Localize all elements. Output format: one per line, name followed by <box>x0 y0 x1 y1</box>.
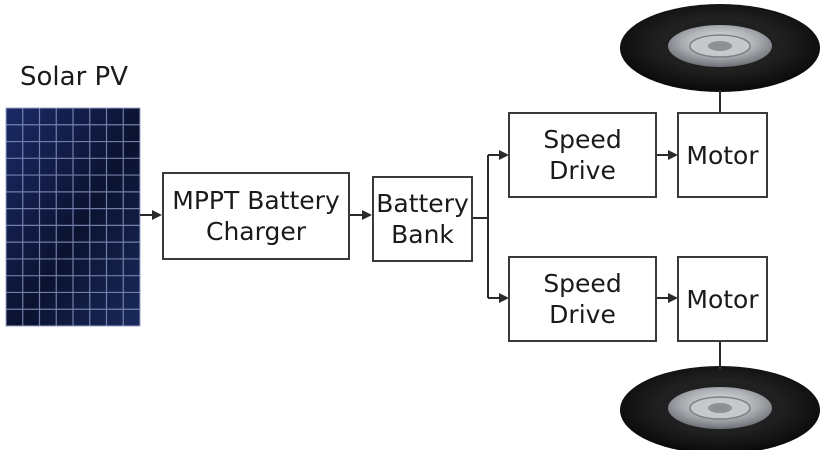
speed-drive-bottom-label: Speed Drive <box>543 269 622 329</box>
speed-drive-top-label: Speed Drive <box>543 125 622 185</box>
motor-top-block: Motor <box>677 112 768 198</box>
mppt-charger-block: MPPT Battery Charger <box>162 172 350 260</box>
speed-drive-bottom-block: Speed Drive <box>508 256 657 342</box>
battery-bank-label: Battery Bank <box>376 189 469 249</box>
motor-bottom-label: Motor <box>686 284 759 314</box>
solar-panel-icon <box>5 107 141 327</box>
solar-pv-label: Solar PV <box>20 62 128 92</box>
motor-bottom-block: Motor <box>677 256 768 342</box>
wheel-icon <box>620 4 820 92</box>
mppt-charger-label: MPPT Battery Charger <box>172 186 340 246</box>
motor-top-label: Motor <box>686 140 759 170</box>
wheel-icon <box>620 366 820 450</box>
speed-drive-top-block: Speed Drive <box>508 112 657 198</box>
battery-bank-block: Battery Bank <box>372 176 473 262</box>
